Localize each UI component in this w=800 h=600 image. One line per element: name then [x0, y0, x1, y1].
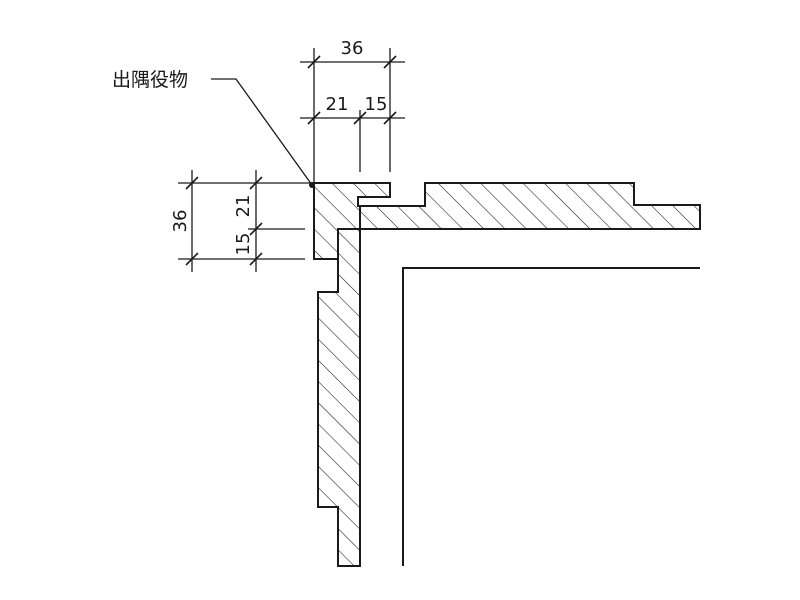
side-dimension-group: 36 21 15: [170, 170, 314, 272]
top-split-tick-left: [307, 111, 321, 125]
siding-board-profile: [317, 182, 701, 567]
side-split-tick-bottom: [249, 252, 263, 266]
side-total-tick-top: [185, 176, 199, 190]
side-split-tick-mid: [249, 222, 263, 236]
callout-leader-line: [211, 78, 313, 186]
side-upper-dimension-label: 21: [233, 195, 254, 218]
top-total-tick-right: [383, 55, 397, 69]
top-total-dimension-label: 36: [341, 38, 364, 59]
side-total-dimension-label: 36: [170, 210, 191, 233]
top-split-tick-right: [383, 111, 397, 125]
top-total-tick-left: [307, 55, 321, 69]
top-dimension-group: 36 21 15: [300, 38, 405, 183]
corner-trim-callout-label: 出隅役物: [112, 69, 188, 91]
side-lower-dimension-label: 15: [233, 233, 254, 256]
side-total-tick-bottom: [185, 252, 199, 266]
callout-leader-dot: [309, 182, 315, 188]
corner-trim-profile: [313, 182, 391, 260]
top-left-dimension-label: 21: [326, 94, 349, 115]
top-split-tick-mid: [353, 111, 367, 125]
side-split-tick-top: [249, 176, 263, 190]
top-right-dimension-label: 15: [365, 94, 388, 115]
inner-wall-outline: [402, 267, 700, 566]
